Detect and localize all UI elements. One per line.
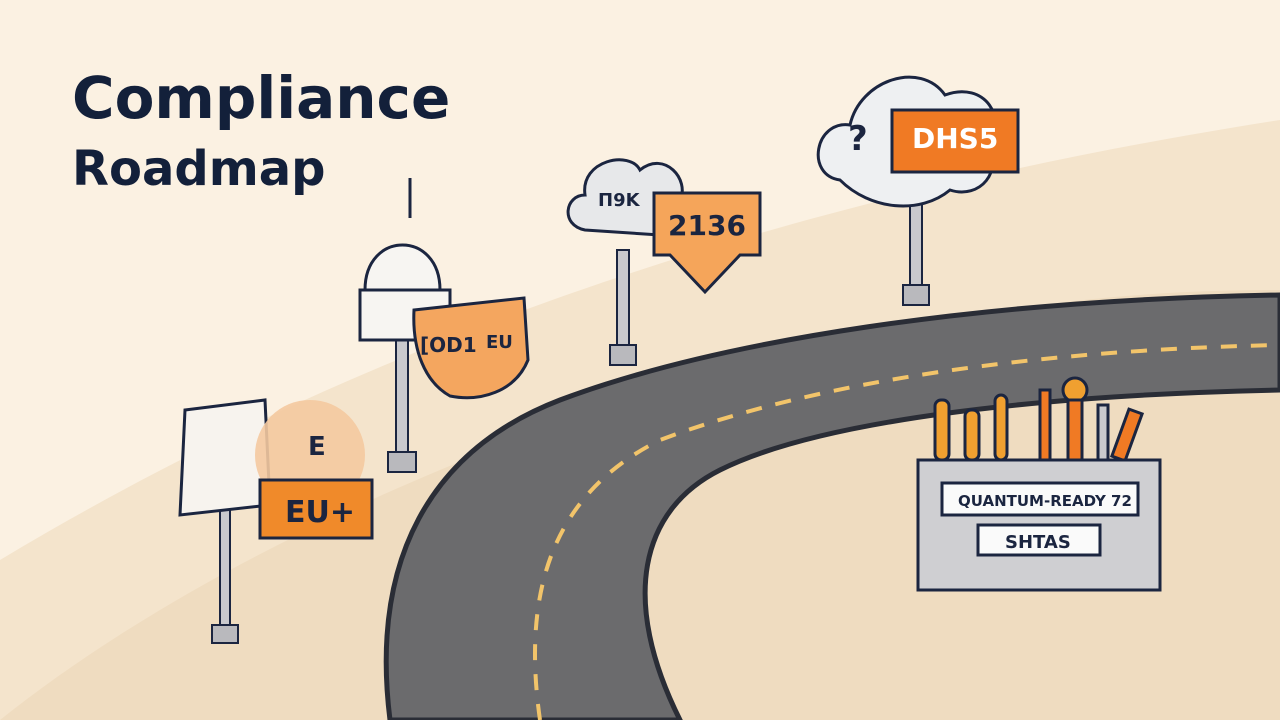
shield-text-left: [OD1 xyxy=(420,333,477,357)
toolbox-label-quantum: QUANTUM-READY 72 xyxy=(958,492,1132,510)
road xyxy=(383,292,1280,720)
question-mark-icon: ? xyxy=(848,119,868,159)
toolbox: QUANTUM-READY 72 SHTAS xyxy=(916,376,1162,592)
cloud-small-text: Π9K xyxy=(598,190,641,211)
arrow-sign xyxy=(652,191,762,295)
cloud-big-sign-text: DHS5 xyxy=(912,122,998,155)
eu-signpost: E EU+ xyxy=(178,398,374,644)
title-line1: Compliance xyxy=(72,64,450,132)
title-line2: Roadmap xyxy=(72,141,325,197)
shield-text-right: EU xyxy=(486,332,513,353)
capitol-signpost: [OD1 EU xyxy=(358,178,530,473)
eu-badge-text: EU+ xyxy=(285,495,355,530)
tools-icon xyxy=(933,376,1145,463)
eu-small-text: E xyxy=(308,432,326,462)
toolbox-label-shtas: SHTAS xyxy=(1005,532,1071,553)
capitol-dome-icon xyxy=(358,178,452,342)
cloud-question-signpost: ? DHS5 xyxy=(816,75,1020,306)
arrow-sign-text: 2136 xyxy=(668,209,746,242)
cloud-arrow-signpost: Π9K 2136 xyxy=(566,158,762,366)
shield xyxy=(412,296,530,400)
